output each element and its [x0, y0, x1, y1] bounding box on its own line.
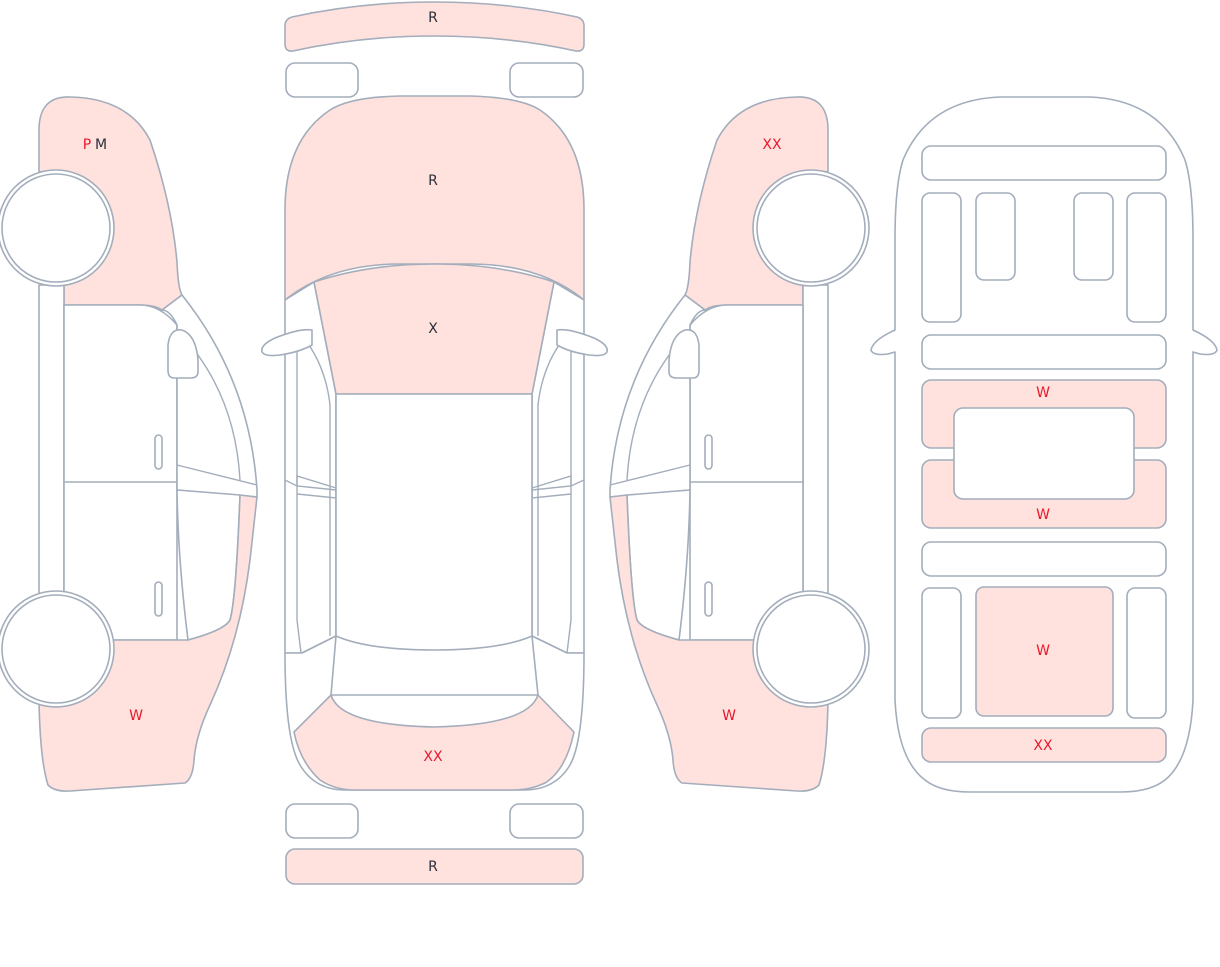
left-side-view[interactable]: P M W — [0, 96, 258, 792]
damage-code: W — [1036, 643, 1050, 659]
underside-panel — [921, 727, 1167, 763]
damage-code: M — [95, 137, 107, 153]
trunk-panel — [293, 694, 575, 791]
top-view[interactable]: R R X XX R — [260, 1, 609, 885]
underside-view[interactable]: W W W XX — [870, 96, 1218, 793]
damage-code: XX — [423, 749, 443, 765]
damage-code: X — [428, 321, 438, 337]
right-side-view[interactable]: XX W — [609, 96, 870, 792]
damage-code: W — [722, 708, 736, 724]
damage-code: R — [428, 859, 438, 875]
windshield-panel — [313, 263, 555, 395]
damage-code: P — [83, 137, 91, 153]
damage-code: XX — [1033, 738, 1053, 754]
rear-bumper-panel — [285, 848, 584, 885]
front-bumper-panel — [284, 1, 585, 52]
damage-code: XX — [762, 137, 782, 153]
damage-code: W — [129, 708, 143, 724]
damage-code: W — [1036, 385, 1050, 401]
underside-panel — [975, 586, 1114, 717]
damage-code: R — [428, 10, 438, 26]
damage-code: R — [428, 173, 438, 189]
hood-panel — [284, 95, 585, 301]
damage-code: W — [1036, 507, 1050, 523]
